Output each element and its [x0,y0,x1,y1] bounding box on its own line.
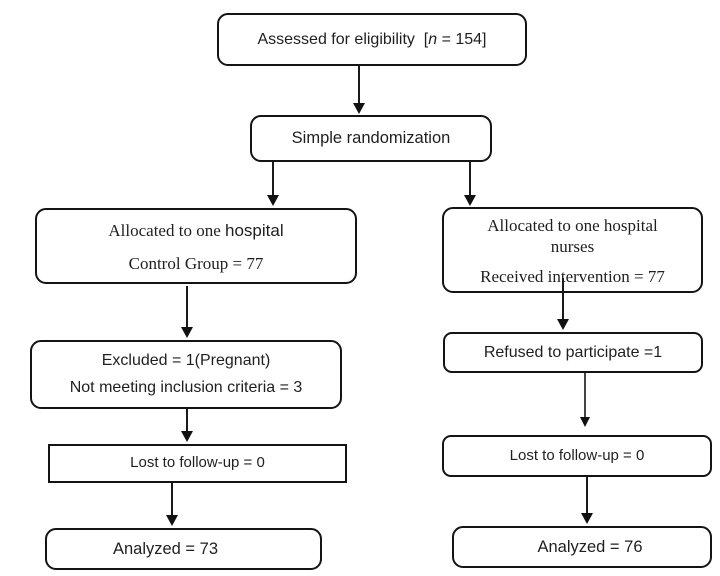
refused-box: Refused to participate =1 [443,332,703,373]
arrowhead-icon [353,103,365,114]
excluded-line2: Not meeting inclusion criteria = 3 [69,379,303,396]
arrowhead-icon [464,195,476,206]
arrowhead-icon [557,319,569,330]
received-intervention-count: Received intervention = 77 [480,266,665,286]
randomization-box: Simple randomization [250,115,492,162]
arrow-shaft [358,65,360,103]
allocated-intervention-lines: Allocated to one hospital nurses [487,215,657,257]
lost-followup-control-label: Lost to follow-up = 0 [130,454,265,472]
assessed-text: Assessed for eligibility [ [257,30,429,48]
allocated-intervention-line1: Allocated to one hospital [487,216,658,235]
excluded-box: Excluded = 1(Pregnant) Not meeting inclu… [30,340,342,409]
arrowhead-icon [581,513,593,524]
arrow-shaft [186,286,188,327]
arrow-shaft [584,373,586,417]
arrow-refused-to-lost [577,373,593,427]
randomization-label: Simple randomization [291,129,451,148]
arrow-assessed-to-randomization [351,65,367,114]
allocated-control-line1-serif: Allocated to one [108,221,225,240]
arrow-control-to-excluded [179,286,195,338]
allocated-control-line1: Allocated to one hospital [108,220,283,241]
arrowhead-icon [580,417,590,427]
arrow-lost-to-analyzed-control [164,483,180,526]
arrow-shaft [272,162,274,195]
arrowhead-icon [267,195,279,206]
lost-followup-intervention-label: Lost to follow-up = 0 [509,446,645,464]
analyzed-intervention-box: Analyzed = 76 [452,526,712,568]
analyzed-intervention-label: Analyzed = 76 [537,537,643,556]
arrow-shaft [561,278,565,319]
arrow-lost-to-analyzed-intervention [579,477,595,524]
excluded-line1: Excluded = 1(Pregnant) [101,352,271,369]
allocated-intervention-box: Allocated to one hospital nurses Receive… [442,207,703,293]
assessed-n-italic: n [428,30,438,48]
control-group-count: Control Group = 77 [128,253,264,273]
allocated-control-box: Allocated to one hospital Control Group … [35,208,357,284]
arrow-excluded-to-lost [179,409,195,442]
arrowhead-icon [181,431,193,442]
analyzed-control-box: Analyzed = 73 [45,528,322,570]
assessed-eligibility-label: Assessed for eligibility [n = 154] [257,30,486,50]
arrowhead-icon [166,515,178,526]
arrow-randomization-to-intervention [462,162,478,206]
arrow-shaft [170,483,174,515]
lost-followup-control-box: Lost to follow-up = 0 [48,444,347,483]
arrow-randomization-to-control [265,162,281,206]
lost-followup-intervention-box: Lost to follow-up = 0 [442,435,712,477]
allocated-control-line1-sans: hospital [225,221,284,240]
arrow-shaft [585,477,589,513]
arrow-shaft [469,162,471,195]
arrow-intervention-to-refused [555,278,571,330]
arrow-shaft [186,409,188,431]
analyzed-control-label: Analyzed = 73 [112,539,219,558]
allocated-intervention-line2: nurses [550,237,595,256]
assessed-eligibility-box: Assessed for eligibility [n = 154] [217,13,527,66]
refused-label: Refused to participate =1 [483,343,663,361]
arrowhead-icon [181,327,193,338]
assessed-n-value: = 154] [437,30,487,48]
